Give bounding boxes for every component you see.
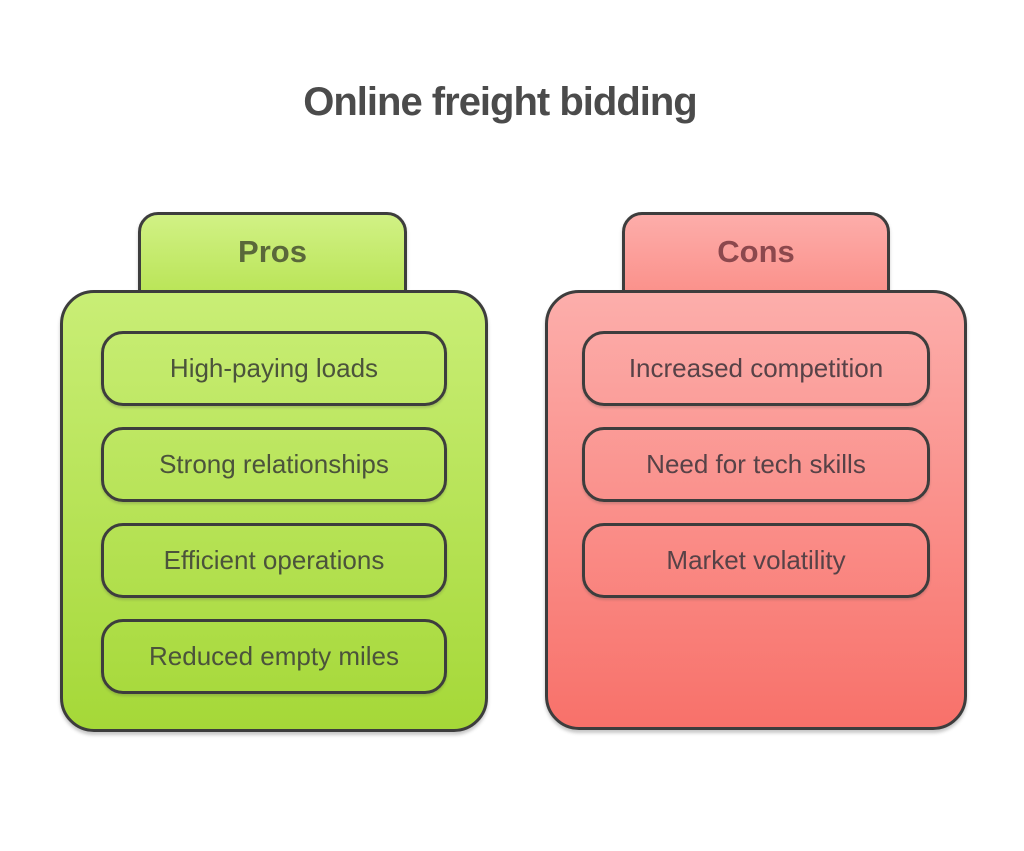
pros-panel: High-paying loads Strong relationships E… <box>60 290 488 732</box>
cons-item: Need for tech skills <box>582 427 930 502</box>
cons-item-label: Market volatility <box>666 545 846 575</box>
pros-item-label: High-paying loads <box>169 353 379 383</box>
pros-item-label: Efficient operations <box>163 545 385 575</box>
cons-panel: Increased competition Need for tech skil… <box>545 290 967 730</box>
cons-header-label: Cons <box>717 234 795 269</box>
pros-item-label: Strong relationships <box>159 449 389 479</box>
pros-item: High-paying loads <box>101 331 447 406</box>
cons-item-label: Increased competition <box>628 353 884 383</box>
pros-item: Strong relationships <box>101 427 447 502</box>
pros-header-label: Pros <box>238 234 307 269</box>
cons-item-label: Need for tech skills <box>646 449 866 479</box>
cons-item: Increased competition <box>582 331 930 406</box>
pros-item: Efficient operations <box>101 523 447 598</box>
cons-item: Market volatility <box>582 523 930 598</box>
diagram-title: Online freight bidding <box>303 80 698 124</box>
pros-item-label: Reduced empty miles <box>149 641 399 671</box>
pros-item: Reduced empty miles <box>101 619 447 694</box>
